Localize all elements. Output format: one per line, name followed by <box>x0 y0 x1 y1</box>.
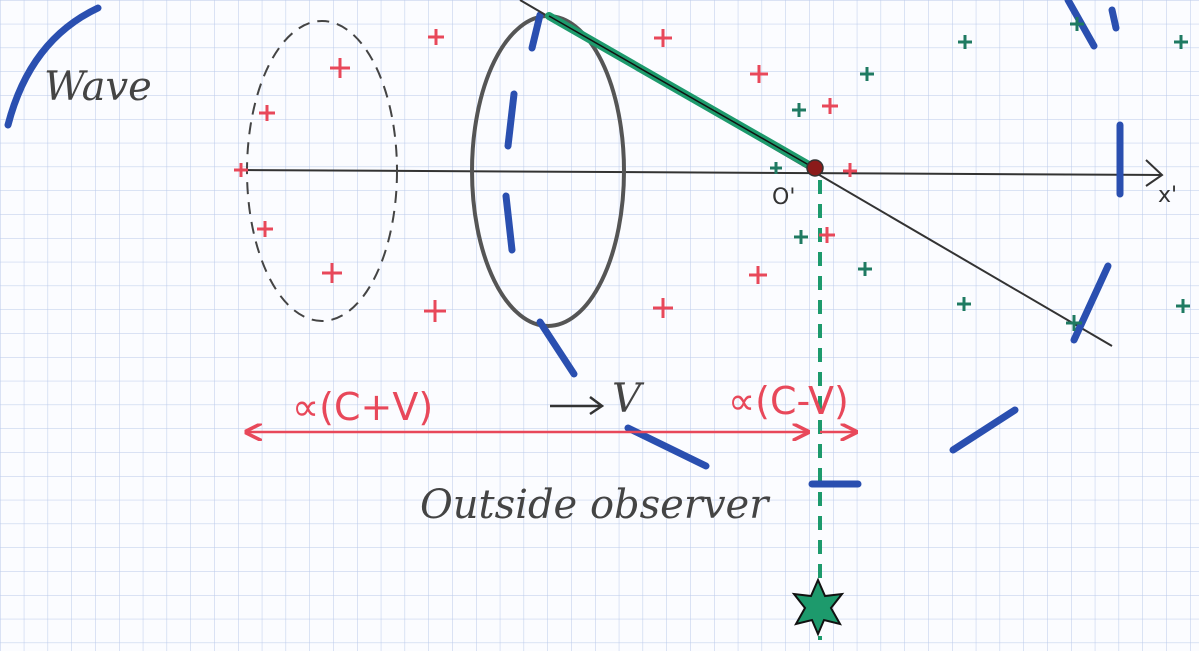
x-axis-line <box>239 169 1163 176</box>
red-plus <box>424 300 446 322</box>
teal-plus-group <box>770 17 1190 331</box>
red-plus <box>749 266 767 284</box>
teal-plus <box>958 35 972 49</box>
wave-dash <box>536 318 578 378</box>
red-plus <box>259 105 275 121</box>
teal-plus <box>1070 17 1084 31</box>
wave-dash <box>528 11 544 52</box>
origin-dot <box>806 159 824 177</box>
red-plus <box>234 163 248 177</box>
red-plus <box>428 29 444 45</box>
teal-plus <box>860 67 874 81</box>
origin-label: O' <box>772 185 795 210</box>
teal-plus <box>1174 35 1188 49</box>
teal-plus <box>957 297 971 311</box>
red-plus <box>330 58 350 78</box>
observer-star-icon <box>791 577 845 637</box>
right-length-label: ∝(C-V) <box>728 379 849 423</box>
teal-plus <box>770 162 782 174</box>
velocity-label: V <box>612 376 645 422</box>
axis-label: x' <box>1158 183 1177 208</box>
teal-plus <box>1066 315 1082 331</box>
teal-plus <box>792 103 806 117</box>
red-plus <box>654 29 672 47</box>
red-plus <box>750 65 768 83</box>
red-plus <box>653 298 673 318</box>
wave-label: Wave <box>44 64 152 110</box>
wave-dash <box>949 406 1019 454</box>
velocity-arrowhead <box>589 396 605 416</box>
red-plus-group <box>234 29 857 322</box>
observer-label: Outside observer <box>420 482 771 528</box>
left-length-label: ∝(C+V) <box>292 385 433 429</box>
wave-dash <box>1108 6 1120 32</box>
wave-arc-top-left <box>4 4 102 129</box>
x-axis-arrow <box>1145 159 1164 187</box>
green-segment-edge <box>548 15 815 169</box>
red-plus <box>257 221 273 237</box>
red-plus <box>822 98 838 114</box>
teal-plus <box>858 262 872 276</box>
red-plus <box>843 163 857 177</box>
wave-dash <box>1070 262 1112 344</box>
red-plus <box>819 227 835 243</box>
teal-plus <box>794 230 808 244</box>
teal-plus <box>1176 299 1190 313</box>
wave-dash <box>502 192 516 254</box>
red-plus <box>322 263 342 283</box>
wave-dash <box>504 90 518 150</box>
